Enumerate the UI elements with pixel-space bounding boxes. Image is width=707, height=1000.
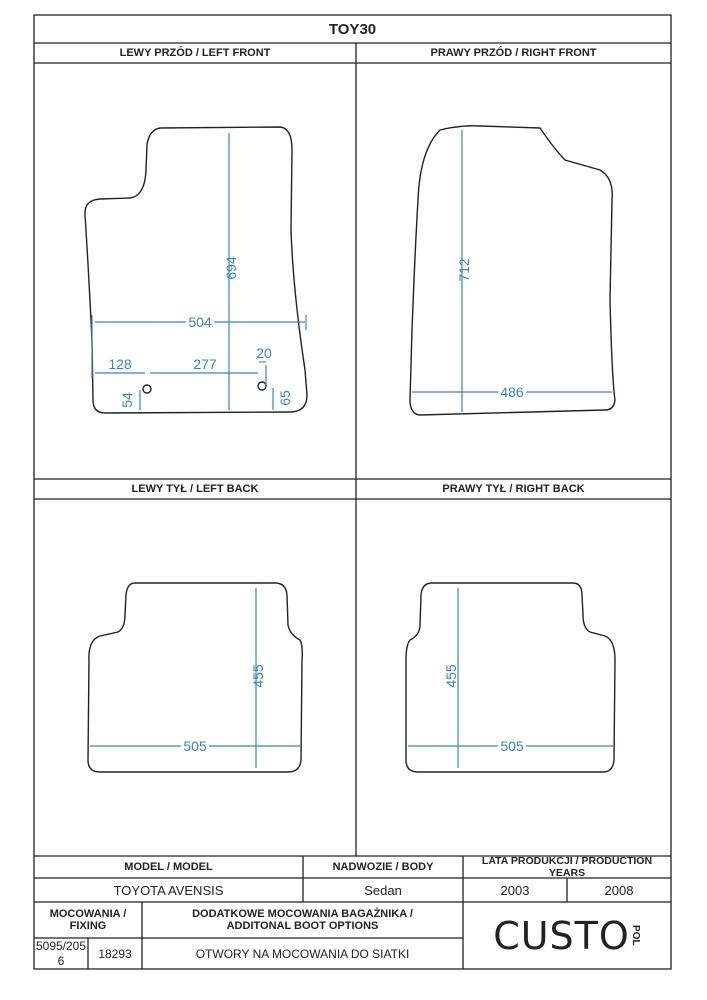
logo-text: CUSTO [493, 913, 630, 958]
body-header: NADWOZIE / BODY [332, 861, 434, 873]
label-right-back: PRAWY TYŁ / RIGHT BACK [442, 483, 585, 495]
label-right-front: PRAWY PRZÓD / RIGHT FRONT [430, 47, 597, 59]
fixing-value-2: 18293 [98, 946, 132, 961]
dim-lf-width: 504 [188, 314, 212, 330]
dim-lb-height: 455 [250, 664, 266, 688]
model-header: MODEL / MODEL [124, 861, 213, 873]
dim-rb-width: 505 [500, 738, 524, 754]
dim-lf-hole-right-height: 65 [277, 390, 293, 406]
logo-suffix: POL [629, 925, 641, 946]
years-header: LATA PRODUKCJI / PRODUCTION YEARS [481, 855, 653, 879]
boot-header: DODATKOWE MOCOWANIA BAGAŻNIKA / ADDITONA… [192, 908, 413, 932]
body-value: Sedan [364, 882, 402, 898]
fixing-value-1: 5095/2056 [35, 938, 87, 968]
mat-right-front [409, 125, 616, 416]
fixing-header: MOCOWANIA / FIXING [49, 908, 127, 932]
label-left-back: LEWY TYŁ / LEFT BACK [131, 483, 259, 495]
dim-lf-hole-right: 20 [256, 345, 272, 361]
dim-rf-height: 712 [456, 258, 472, 282]
mat-right-back [405, 582, 616, 773]
mat-left-back [87, 582, 303, 773]
dim-lb-width: 505 [183, 738, 207, 754]
dim-lf-hole-spacing: 277 [193, 356, 217, 372]
page-title: TOY30 [328, 20, 377, 38]
dim-lf-hole-left-height: 54 [119, 392, 135, 408]
boot-option-value: OTWORY NA MOCOWANIA DO SIATKI [195, 946, 410, 961]
dim-rf-width: 486 [500, 384, 524, 400]
custopol-logo: CUSTO POL [463, 902, 671, 969]
mat-left-front [84, 126, 308, 414]
dim-lf-offset: 128 [108, 356, 132, 372]
year-to: 2008 [604, 882, 634, 898]
dim-lf-height: 694 [223, 256, 239, 280]
label-left-front: LEWY PRZÓD / LEFT FRONT [119, 47, 271, 59]
year-from: 2003 [500, 882, 530, 898]
model-value: TOYOTA AVENSIS [113, 882, 224, 898]
dim-rb-height: 455 [443, 664, 459, 688]
